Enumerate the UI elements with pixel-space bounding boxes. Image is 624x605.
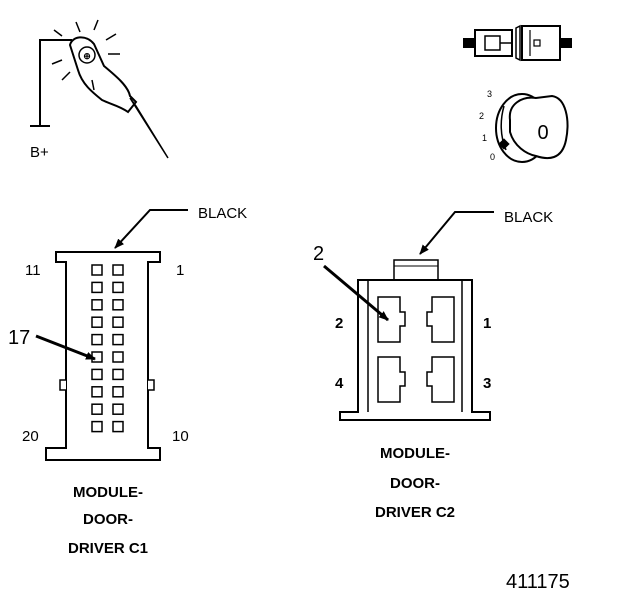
c2-cavity-4 [377,356,406,403]
c1-pin-cavity [91,333,103,346]
c2-title-line-2: DOOR- [390,475,440,492]
svg-text:⊕: ⊕ [83,51,91,61]
c1-wire-color: BLACK [198,205,247,222]
c2-pin-4-label: 4 [335,375,344,392]
c2-callout-pin: 2 [313,243,324,265]
key-position-0: 0 [490,152,495,162]
c2-title-line-1: MODULE- [380,445,450,462]
key-position-1: 1 [482,133,487,143]
c2-cavity-1 [426,296,455,343]
c2-cavity-3 [426,356,455,403]
c1-pin-20-label: 20 [22,428,39,445]
c1-pin-cavity [91,264,103,276]
c1-pin-cavity [112,351,124,363]
c1-pin-cavity [112,316,124,328]
c1-title-line-3: DRIVER C1 [68,540,148,557]
c1-pin-cavities [91,264,124,433]
c2-title-line-3: DRIVER C2 [375,504,455,521]
connector-c1: BLACK 11 1 20 10 17 MODULE- DOOR- DRIVER… [8,205,247,557]
key-position-3: 3 [487,89,492,99]
c1-pin-cavity [112,420,124,433]
connector-c2: BLACK 2 2 1 4 3 MODULE- DOOR- DRIVER C2 [313,209,553,521]
c2-cavity-2 [377,296,406,343]
c1-pin-cavity [91,281,103,294]
c1-pin-cavity [112,333,124,346]
c1-pin-cavity [91,299,103,311]
c1-pin-cavity [112,281,124,294]
b-plus-label: B+ [30,144,49,161]
c1-pin-11-label: 11 [25,262,41,279]
ignition-key-icon: 0 3 2 1 0 [479,89,569,163]
c2-pin-1-label: 1 [483,315,491,332]
key-position-2: 2 [479,111,484,121]
c1-pin-cavity [112,386,124,398]
c1-pin-cavity [112,299,124,311]
c1-pin-cavity [91,403,103,415]
c1-pin-cavity [91,420,103,433]
c1-pin-10-label: 10 [172,428,189,445]
figure-number: 411175 [506,571,570,593]
c2-pin-3-label: 3 [483,375,491,392]
c1-callout-pin: 17 [8,327,30,349]
key-label: 0 [537,122,548,144]
c1-title-line-2: DOOR- [83,511,133,528]
c1-pin-cavity [112,368,124,381]
c1-pin-cavity [112,403,124,415]
c2-pin-2-label: 2 [335,315,343,332]
c1-callout-arrow [35,334,96,361]
c2-wire-color: BLACK [504,209,553,226]
connector-pair-icon [463,24,572,62]
c1-pin-cavity [112,264,124,276]
c2-callout-arrow [323,264,389,322]
c1-pin-cavity [91,386,103,398]
c1-title-line-1: MODULE- [73,484,143,501]
test-light-icon: ⊕ [30,19,169,159]
c1-pin-1-label: 1 [176,262,184,279]
c1-pin-cavity [91,368,103,381]
c1-pin-cavity [91,316,103,328]
